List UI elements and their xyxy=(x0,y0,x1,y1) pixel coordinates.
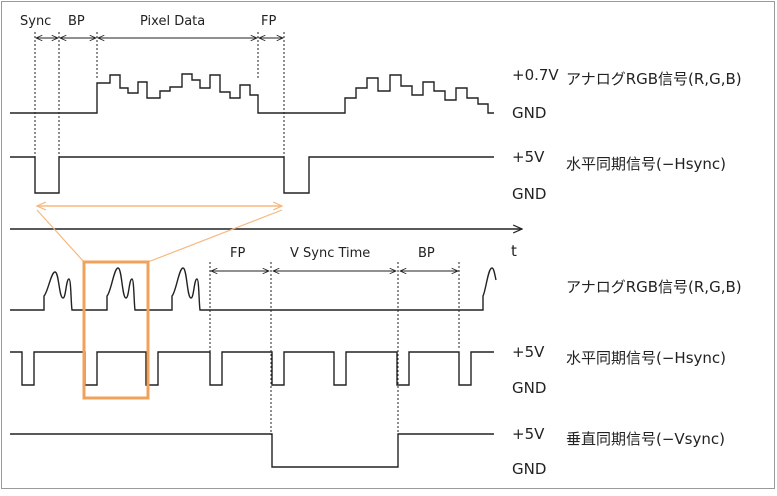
top-hsync-level-label: +5V xyxy=(512,148,545,166)
top-guide-lines xyxy=(34,32,285,190)
top-hsync-gnd-label: GND xyxy=(512,185,546,203)
bottom-rgb-waveform xyxy=(10,267,497,311)
bottom-rgb-name: アナログRGB信号(R,G,B) xyxy=(566,278,742,296)
time-axis-label: t xyxy=(511,242,517,260)
v-sync-time-label: V Sync Time xyxy=(290,246,370,261)
bottom-hsync-gnd-label: GND xyxy=(512,379,546,397)
zoom-box xyxy=(82,260,150,400)
bottom-vsync-waveform xyxy=(10,433,494,468)
vsync-level-label: +5V xyxy=(512,425,545,443)
vsync-name: 垂直同期信号(−Vsync) xyxy=(566,430,725,448)
top-hsync-name: 水平同期信号(−Hsync) xyxy=(566,155,726,173)
zoom-line-right xyxy=(147,209,283,263)
top-rgb-gnd-label: GND xyxy=(512,104,546,122)
bp-label-bottom: BP xyxy=(418,246,435,261)
bottom-hsync-name: 水平同期信号(−Hsync) xyxy=(566,349,726,367)
top-rgb-name: アナログRGB信号(R,G,B) xyxy=(566,70,742,88)
vsync-gnd-label: GND xyxy=(512,460,546,478)
top-rgb-waveform xyxy=(10,73,494,114)
top-hsync-waveform xyxy=(10,156,494,194)
pixel-data-label: Pixel Data xyxy=(140,14,205,29)
fp-label-top: FP xyxy=(261,14,276,29)
bottom-guide-lines xyxy=(209,262,460,435)
top-rgb-level-label: +0.7V xyxy=(512,66,559,84)
zoom-line-left xyxy=(36,209,85,263)
bp-label-top: BP xyxy=(68,14,85,29)
fp-label-bottom: FP xyxy=(230,246,245,261)
sync-label: Sync xyxy=(20,14,51,29)
bottom-hsync-level-label: +5V xyxy=(512,343,545,361)
